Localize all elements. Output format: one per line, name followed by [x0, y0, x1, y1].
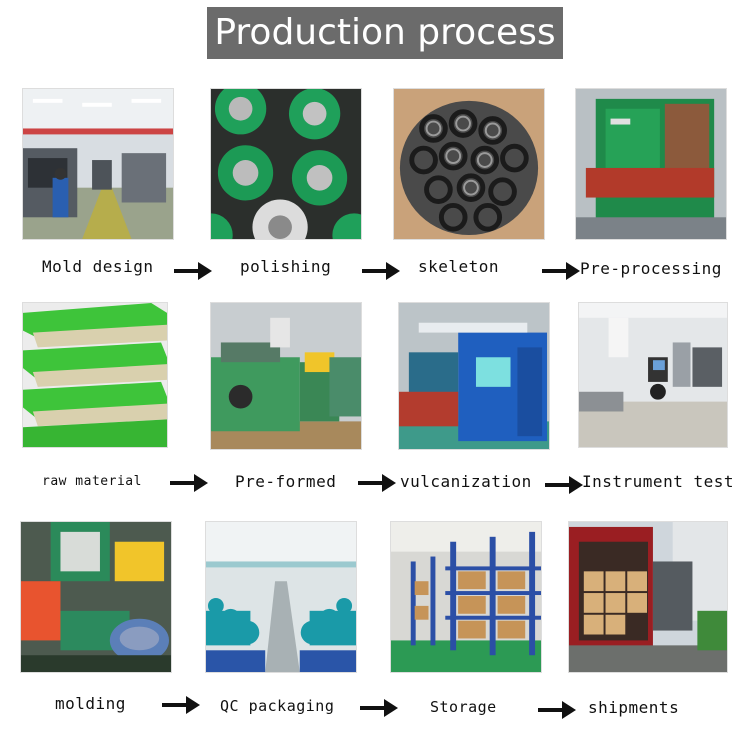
photo-qc-packaging — [205, 521, 357, 673]
photo-pre-formed — [210, 302, 362, 450]
photo-storage — [390, 521, 542, 673]
label-polishing: polishing — [240, 257, 332, 276]
photo-skeleton — [393, 88, 545, 240]
label-skeleton: skeleton — [418, 257, 500, 276]
photo-instrument-test — [578, 302, 728, 448]
photo-shipments — [568, 521, 728, 673]
label-pre-processing: Pre-processing — [580, 259, 722, 278]
label-raw-material: raw material — [42, 474, 142, 489]
photo-molding — [20, 521, 172, 673]
label-molding: molding — [55, 694, 126, 713]
right-arrow-icon — [540, 260, 582, 282]
label-mold-design: Mold design — [42, 257, 154, 276]
right-arrow-icon — [536, 699, 578, 721]
right-arrow-icon — [360, 260, 402, 282]
label-shipments: shipments — [588, 698, 680, 717]
right-arrow-icon — [358, 697, 400, 719]
photo-polishing — [210, 88, 362, 240]
photo-pre-processing — [575, 88, 727, 240]
label-vulcanization: vulcanization — [400, 472, 532, 491]
photo-raw-material — [22, 302, 168, 448]
right-arrow-icon — [168, 472, 210, 494]
right-arrow-icon — [160, 694, 202, 716]
right-arrow-icon — [543, 474, 585, 496]
photo-vulcanization — [398, 302, 550, 450]
right-arrow-icon — [356, 472, 398, 494]
page-title: Production process — [207, 7, 563, 59]
label-instrument-test: Instrument test — [582, 472, 734, 491]
right-arrow-icon — [172, 260, 214, 282]
label-qc-packaging: QC packaging — [220, 697, 335, 715]
photo-mold-design — [22, 88, 174, 240]
label-pre-formed: Pre-formed — [235, 472, 337, 491]
label-storage: Storage — [430, 698, 497, 716]
